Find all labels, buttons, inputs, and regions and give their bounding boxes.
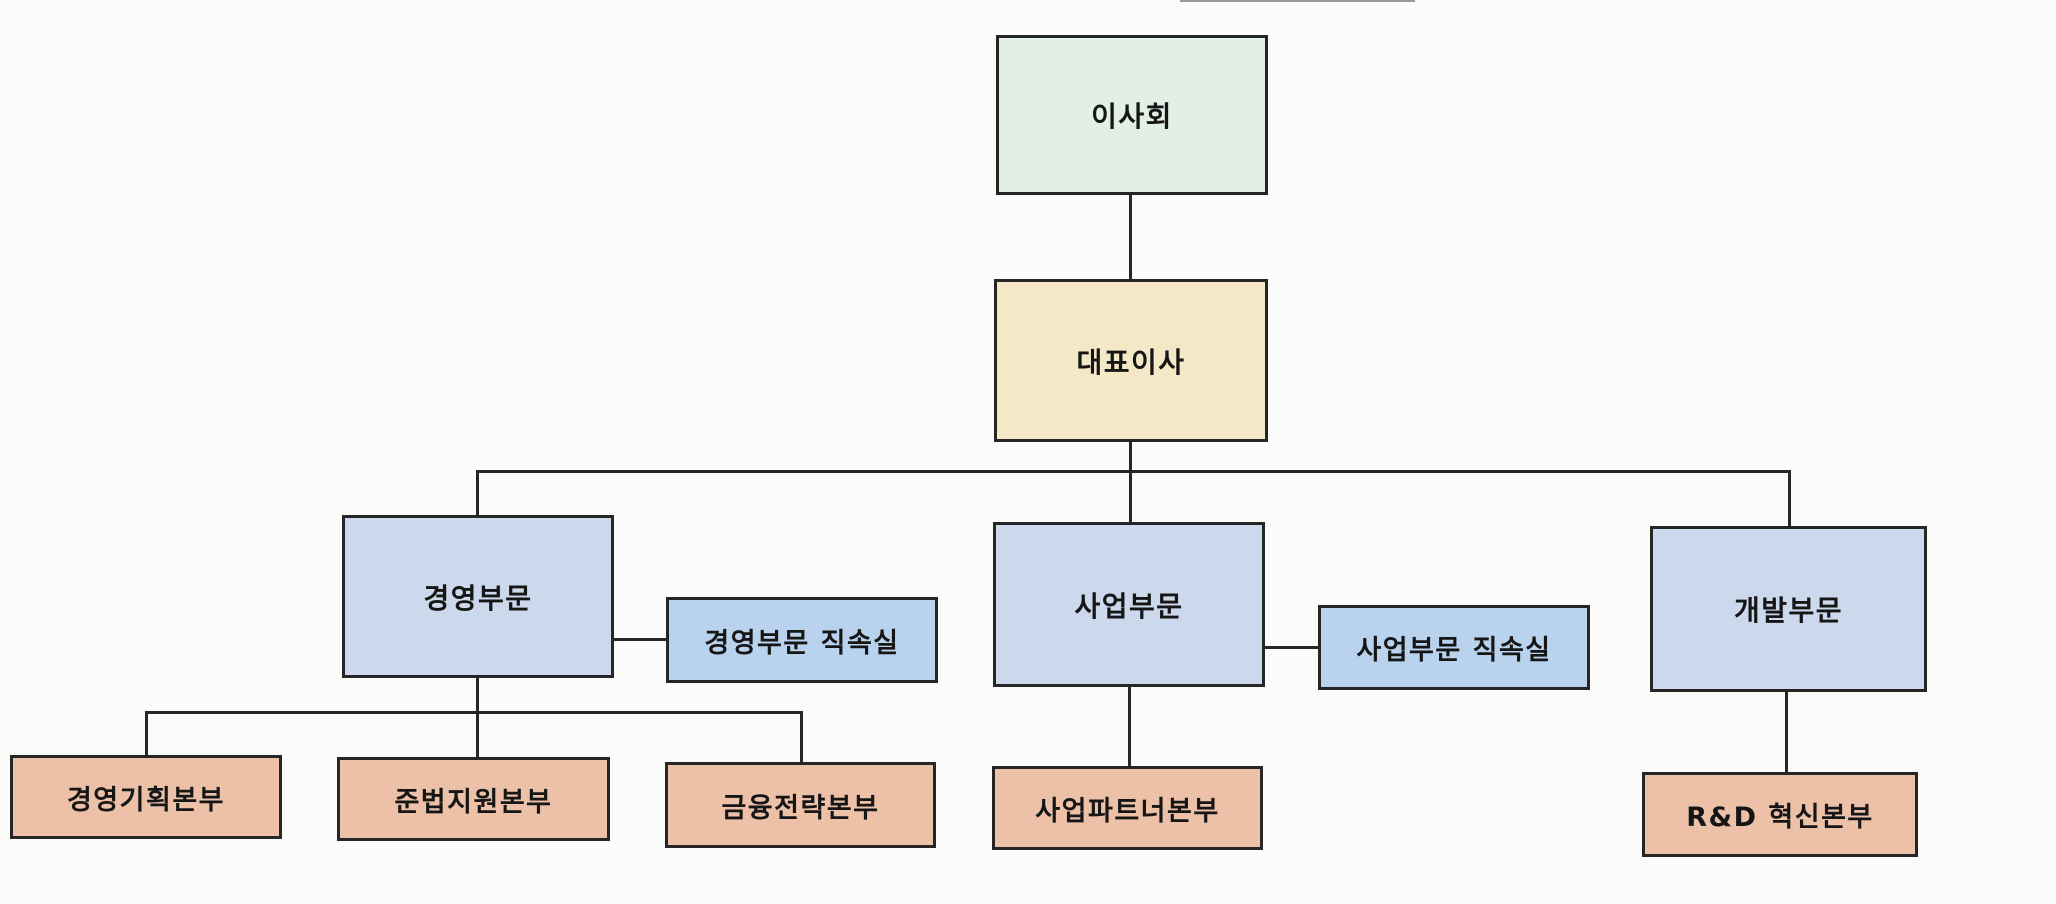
connector-management-sub bbox=[476, 678, 479, 757]
connector-drop-development bbox=[1788, 470, 1791, 526]
org-node-board: 이사회 bbox=[996, 35, 1268, 195]
org-node-hq-partner: 사업파트너본부 bbox=[992, 766, 1263, 850]
connector-development-rnd-hq bbox=[1785, 692, 1788, 772]
org-node-office-management: 경영부문 직속실 bbox=[666, 597, 938, 683]
org-node-division-business: 사업부문 bbox=[993, 522, 1265, 687]
connector-management-office bbox=[613, 638, 666, 641]
org-node-hq-finance: 금융전략본부 bbox=[665, 762, 936, 848]
org-node-hq-rnd: R&D 혁신본부 bbox=[1642, 772, 1918, 857]
org-node-division-development: 개발부문 bbox=[1650, 526, 1927, 692]
connector-divisions-horizontal bbox=[476, 470, 1791, 473]
connector-board-ceo bbox=[1129, 195, 1132, 279]
org-node-division-management: 경영부문 bbox=[342, 515, 614, 678]
org-node-ceo: 대표이사 bbox=[994, 279, 1268, 442]
connector-business-partner-hq bbox=[1128, 687, 1131, 766]
connector-hq-horizontal bbox=[145, 711, 803, 714]
org-node-office-business: 사업부문 직속실 bbox=[1318, 605, 1590, 690]
connector-ceo-business bbox=[1129, 442, 1132, 522]
connector-drop-finance-hq bbox=[800, 711, 803, 762]
connector-drop-management bbox=[476, 470, 479, 515]
connector-business-office bbox=[1265, 646, 1318, 649]
org-node-hq-compliance: 준법지원본부 bbox=[337, 757, 610, 841]
scan-artifact-line bbox=[1180, 0, 1415, 2]
org-node-hq-planning: 경영기획본부 bbox=[10, 755, 282, 839]
connector-drop-planning-hq bbox=[145, 711, 148, 755]
